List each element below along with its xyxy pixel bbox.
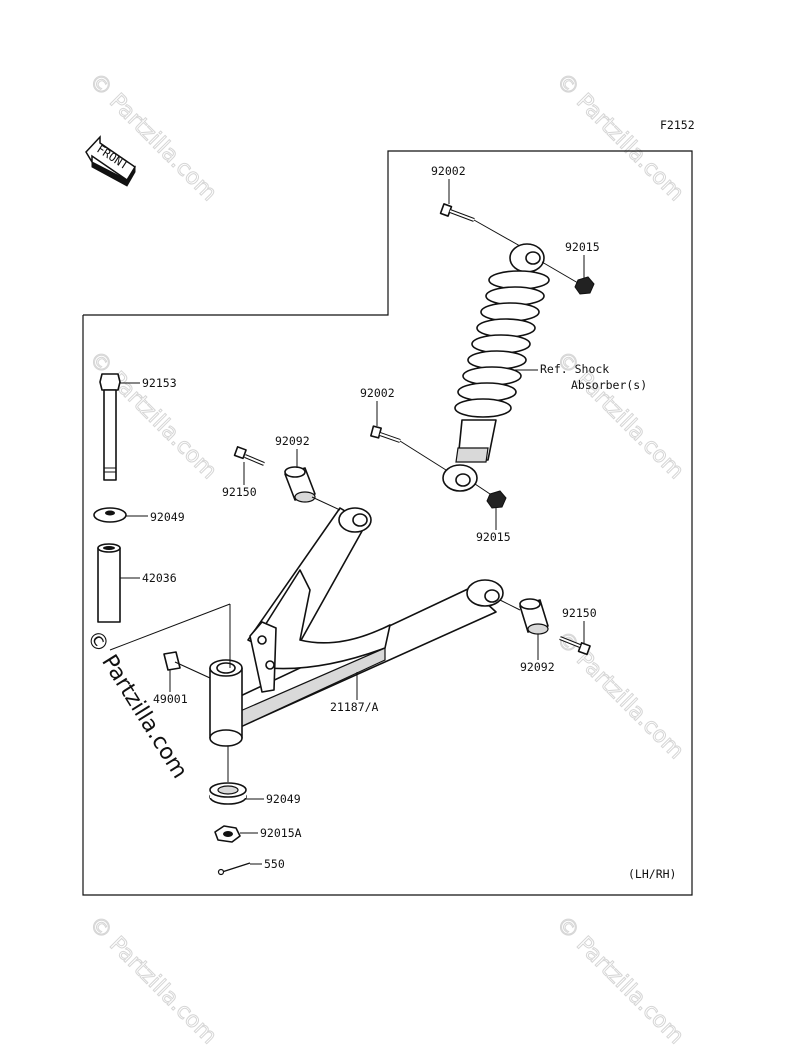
label-92150-right: 92150 — [562, 606, 597, 620]
label-92015-mid: 92015 — [476, 530, 511, 544]
watermark: © Partzilla.com — [551, 69, 689, 207]
label-42036: 42036 — [142, 571, 177, 585]
nut-92015-top-icon — [574, 276, 595, 295]
bushing-92092-right-icon — [519, 598, 549, 635]
figure-code: F2152 — [660, 118, 695, 132]
bolt-92002-top-icon — [439, 203, 475, 222]
label-92150-left: 92150 — [222, 485, 257, 499]
label-21187: 21187/A — [330, 700, 379, 714]
collar-42036-icon — [97, 543, 121, 623]
label-92049-top: 92049 — [150, 510, 185, 524]
nut-92015A-icon — [214, 825, 241, 843]
label-ref-shock-line2: Absorber(s) — [571, 378, 647, 392]
label-92049-bottom: 92049 — [266, 792, 301, 806]
cotter-pin-550-icon — [217, 862, 251, 876]
watermark: © Partzilla.com — [84, 69, 222, 207]
label-92015A: 92015A — [260, 826, 302, 840]
label-49001: 49001 — [153, 692, 188, 706]
front-arrow-icon: FRONT — [85, 135, 137, 187]
nut-92015-mid-icon — [486, 490, 507, 509]
label-92092-right: 92092 — [520, 660, 555, 674]
grease-fitting-49001-icon — [163, 651, 211, 679]
a-arm-21187 — [209, 507, 504, 747]
bolt-92150-right-icon — [559, 636, 591, 656]
spring-coils — [454, 270, 550, 418]
bolt-92150-left-icon — [233, 446, 265, 466]
bolt-92002-mid-icon — [370, 425, 401, 443]
label-92002-top: 92002 — [431, 164, 466, 178]
label-92002-mid: 92002 — [360, 386, 395, 400]
variant-note: (LH/RH) — [628, 867, 676, 881]
diagram-frame — [82, 150, 693, 896]
label-ref-shock-line1: Ref. Shock — [540, 362, 609, 376]
washer-92049-bottom-icon — [209, 782, 247, 805]
watermarks: © Partzilla.com © Partzilla.com © Partzi… — [81, 68, 689, 1046]
label-92153: 92153 — [142, 376, 177, 390]
shock-absorber — [370, 203, 595, 509]
watermark: © Partzilla.com — [551, 627, 689, 765]
label-92015-top: 92015 — [565, 240, 600, 254]
watermark: © Partzilla.com — [84, 912, 222, 1046]
label-92092-left: 92092 — [275, 434, 310, 448]
labels: 92002 92015 Ref. Shock Absorber(s) 92002… — [120, 164, 676, 881]
bolt-92153-icon — [99, 373, 121, 481]
label-550: 550 — [264, 857, 285, 871]
watermark: © Partzilla.com — [551, 912, 689, 1046]
bushing-92092-left-icon — [284, 466, 316, 503]
washer-92049-top-icon — [93, 507, 127, 523]
